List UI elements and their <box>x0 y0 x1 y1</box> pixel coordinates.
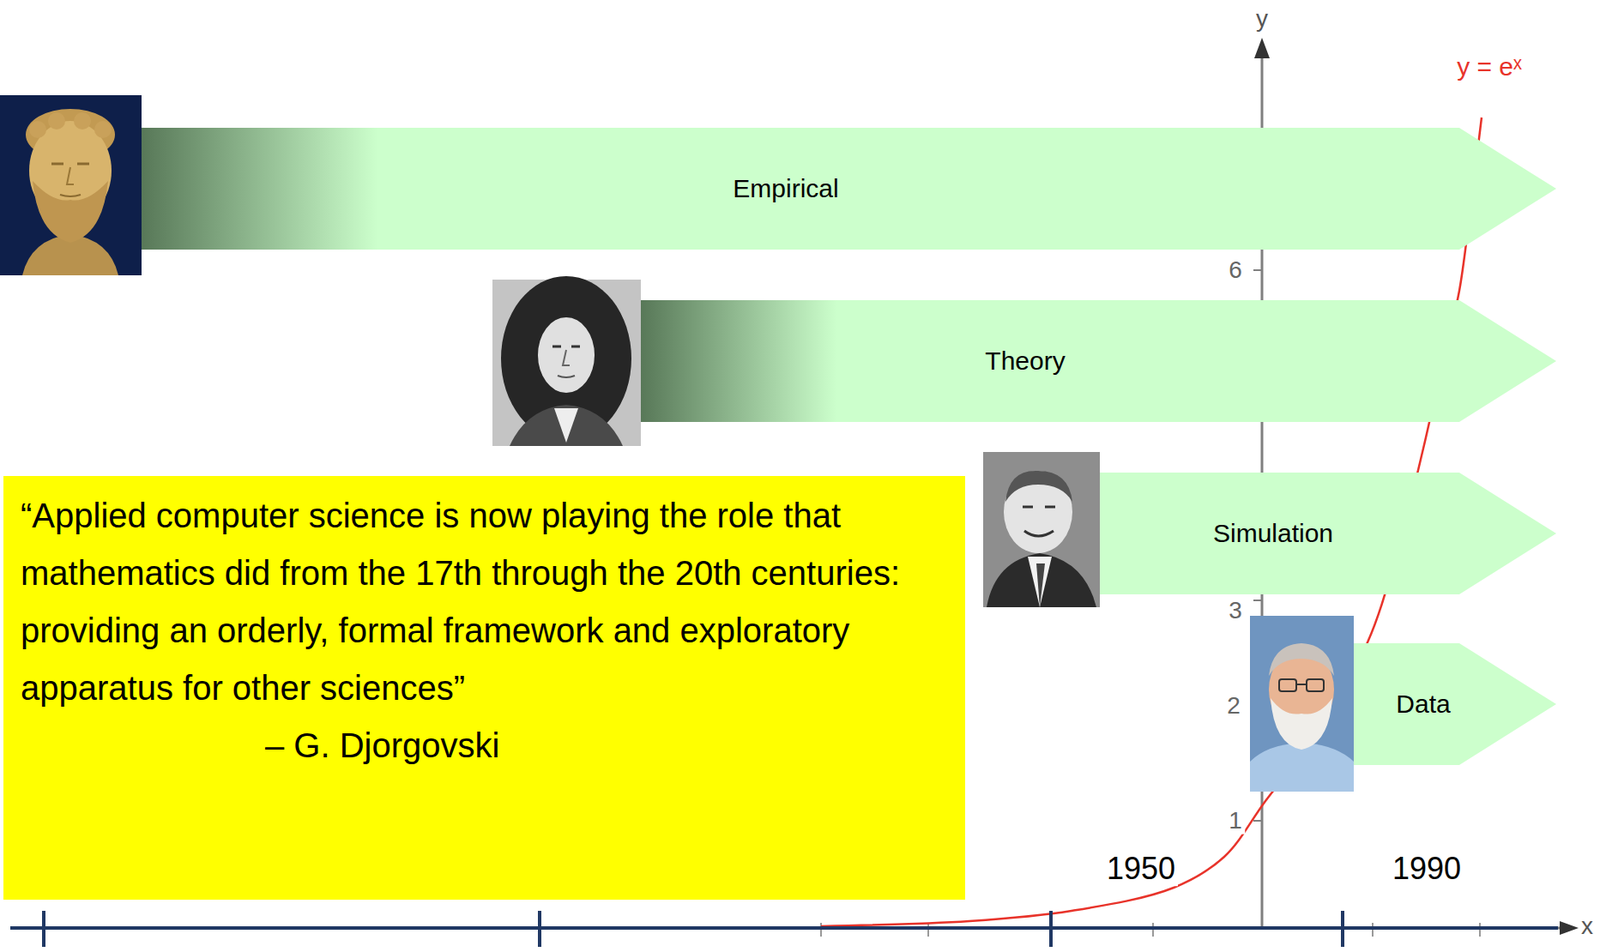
era-arrow-band: Data <box>1353 643 1557 766</box>
arrow-band-fill <box>1099 472 1557 595</box>
axis-tick-number: 1 <box>1225 808 1245 835</box>
timeline <box>10 926 1558 930</box>
year-label: 1950 <box>1104 851 1178 887</box>
era-arrow-band: Simulation <box>1099 472 1557 595</box>
arrow-band-shape <box>141 127 1557 250</box>
x-axis-arrowhead <box>1559 921 1579 936</box>
y-axis-arrowhead <box>1254 37 1270 59</box>
aristotle-portrait <box>0 95 142 276</box>
quote-box: “Applied computer science is now playing… <box>3 476 966 900</box>
arrow-band-fill <box>1353 643 1557 766</box>
arrow-band-fill <box>640 300 1557 423</box>
axis-label: x <box>1578 913 1596 941</box>
arrow-band-shape <box>1353 643 1557 766</box>
timeline-ticks <box>43 911 1343 948</box>
axis-tick-number: 6 <box>1225 257 1245 284</box>
axis-label: y <box>1253 6 1271 33</box>
von-neumann-portrait <box>983 452 1100 608</box>
era-label: Empirical <box>732 174 839 204</box>
quote-text: “Applied computer science is now playing… <box>20 487 948 718</box>
arrow-band-fill <box>141 127 1557 250</box>
axis-tick-number: 2 <box>1224 693 1244 720</box>
era-label: Simulation <box>1213 519 1334 549</box>
era-label: Data <box>1395 689 1450 719</box>
quote-attribution: – G. Djorgovski <box>265 717 948 775</box>
year-label: 1990 <box>1389 851 1464 887</box>
arrow-band-shape <box>640 300 1557 423</box>
curve-formula: y = eˣ <box>1454 52 1525 81</box>
era-arrow-band: Theory <box>640 300 1557 423</box>
jim-gray-portrait <box>1249 615 1354 792</box>
era-arrow-band: Empirical <box>141 127 1557 250</box>
axis-tick-number: 3 <box>1225 597 1245 625</box>
leibniz-portrait <box>492 276 641 447</box>
era-label: Theory <box>984 346 1065 376</box>
